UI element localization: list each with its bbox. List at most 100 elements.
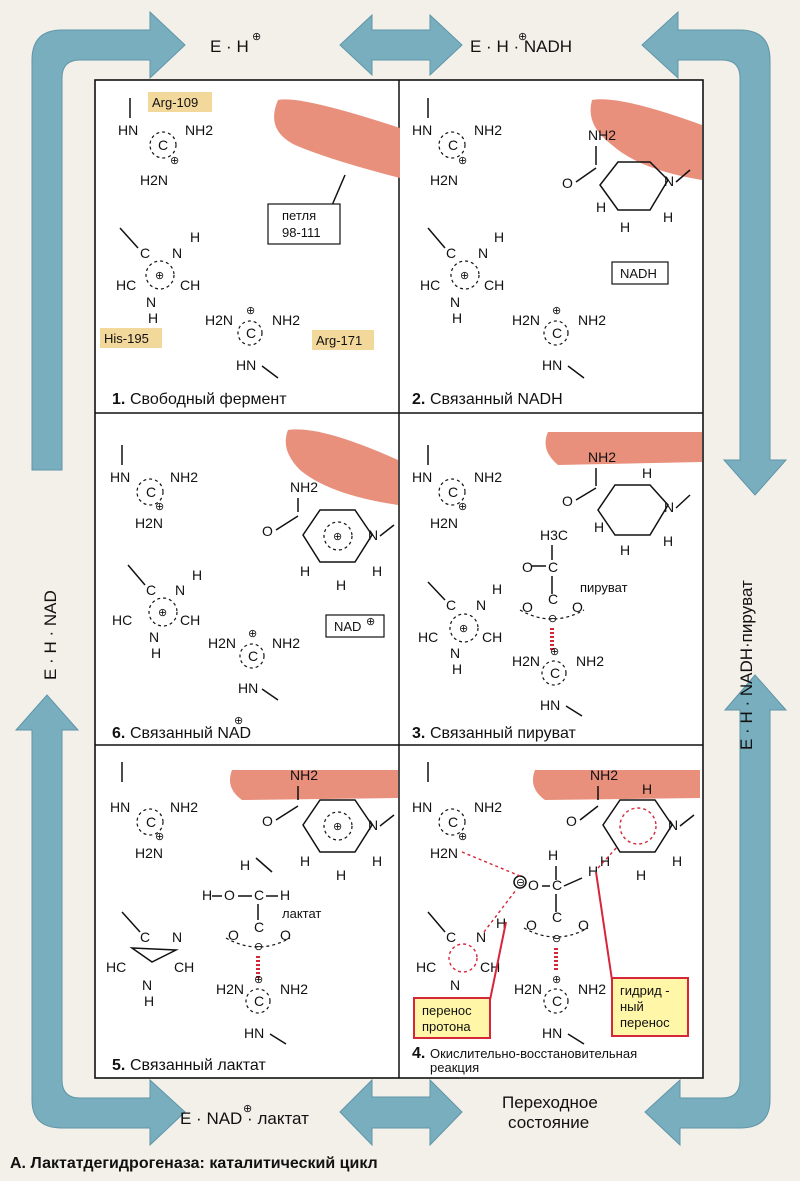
cycle-arrows [14, 10, 788, 1147]
residue-arg171: Arg-171 [316, 333, 362, 348]
svg-text:C: C [248, 648, 258, 664]
svg-text:N: N [450, 977, 460, 993]
svg-text:NH2: NH2 [578, 312, 606, 328]
svg-text:⊕: ⊕ [155, 831, 164, 843]
svg-text:NH2: NH2 [170, 469, 198, 485]
svg-text:H: H [452, 661, 462, 677]
svg-text:O: O [572, 599, 583, 615]
svg-text:O: O [562, 493, 573, 509]
svg-text:C: C [146, 582, 156, 598]
svg-text:C: C [448, 814, 458, 830]
svg-text:O: O [224, 887, 235, 903]
svg-text:H: H [336, 577, 346, 593]
svg-text:H: H [600, 853, 610, 869]
svg-text:HC: HC [416, 959, 436, 975]
svg-text:⊕: ⊕ [458, 501, 467, 513]
svg-text:H: H [620, 542, 630, 558]
panel-number: 1. [112, 391, 125, 408]
svg-text:NH2: NH2 [474, 799, 502, 815]
svg-text:C: C [254, 887, 264, 903]
state-top-left: E · H [210, 37, 249, 56]
svg-text:H2N: H2N [512, 653, 540, 669]
svg-text:⊕: ⊕ [170, 155, 179, 167]
svg-text:CH: CH [484, 277, 504, 293]
panel-title: Связанный лактат [130, 1057, 266, 1074]
svg-text:C: C [446, 245, 456, 261]
svg-text:H: H [672, 853, 682, 869]
svg-text:H: H [148, 310, 158, 326]
svg-text:H: H [151, 645, 161, 661]
hydride-transfer-box [611, 977, 689, 1037]
svg-text:N: N [142, 977, 152, 993]
svg-text:H: H [492, 581, 502, 597]
svg-text:N: N [172, 929, 182, 945]
loop-label: петля [282, 208, 316, 223]
svg-text:C: C [552, 909, 562, 925]
panel-title: Связанный пируват [430, 725, 577, 742]
nadh-box [611, 261, 669, 285]
svg-text:⊖: ⊖ [548, 613, 557, 625]
svg-text:⊕: ⊕ [552, 305, 561, 317]
svg-text:H: H [300, 853, 310, 869]
svg-text:NH2: NH2 [290, 767, 318, 783]
protein-loop [285, 429, 398, 505]
svg-text:N: N [450, 294, 460, 310]
svg-text:H: H [192, 567, 202, 583]
svg-text:C: C [552, 993, 562, 1009]
svg-text:C: C [254, 919, 264, 935]
svg-text:NH2: NH2 [576, 653, 604, 669]
residue-tag [148, 92, 212, 112]
svg-text:H: H [642, 781, 652, 797]
svg-text:HN: HN [412, 799, 432, 815]
loop-label-box [267, 203, 341, 245]
svg-text:HN: HN [110, 469, 130, 485]
figure-caption: A. Лактатдегидрогеназа: каталитический ц… [10, 1155, 378, 1172]
plus-sup: ⊕ [252, 31, 261, 43]
svg-text:C: C [448, 137, 458, 153]
svg-text:C: C [446, 597, 456, 613]
svg-text:CH: CH [180, 612, 200, 628]
svg-text:C: C [146, 484, 156, 500]
svg-text:C: C [548, 591, 558, 607]
residue-tag [100, 328, 162, 348]
svg-text:H2N: H2N [430, 172, 458, 188]
svg-text:O: O [528, 877, 539, 893]
svg-text:N: N [146, 294, 156, 310]
svg-text:H: H [496, 915, 506, 931]
svg-text:C: C [158, 137, 168, 153]
svg-text:H2N: H2N [514, 981, 542, 997]
svg-text:H: H [494, 229, 504, 245]
svg-text:H: H [452, 310, 462, 326]
svg-text:H2N: H2N [135, 515, 163, 531]
svg-text:H2N: H2N [430, 515, 458, 531]
svg-text:HC: HC [420, 277, 440, 293]
panel-number: 3. [412, 725, 425, 742]
svg-text:C: C [246, 325, 256, 341]
svg-text:C: C [146, 814, 156, 830]
svg-text:NH2: NH2 [280, 981, 308, 997]
panel-number: 5. [112, 1057, 125, 1074]
svg-text:NH2: NH2 [588, 449, 616, 465]
svg-text:NH2: NH2 [590, 767, 618, 783]
svg-text:NH2: NH2 [272, 312, 300, 328]
svg-text:⊕: ⊕ [333, 821, 342, 833]
svg-text:H2N: H2N [135, 845, 163, 861]
proton-transfer-label: протона [422, 1019, 471, 1034]
svg-text:HC: HC [116, 277, 136, 293]
svg-text:⊕: ⊕ [366, 616, 375, 628]
svg-text:H2N: H2N [512, 312, 540, 328]
svg-text:HC: HC [418, 629, 438, 645]
state-left-side: E · H · NAD [41, 590, 60, 680]
svg-text:NH2: NH2 [578, 981, 606, 997]
svg-text:N: N [368, 527, 378, 543]
svg-text:NH2: NH2 [474, 469, 502, 485]
svg-text:NH2: NH2 [170, 799, 198, 815]
svg-text:CH: CH [482, 629, 502, 645]
svg-text:HN: HN [540, 697, 560, 713]
svg-text:HN: HN [118, 122, 138, 138]
svg-text:C: C [254, 993, 264, 1009]
arrow-right-bottom [644, 674, 788, 1147]
panel-title-cont: реакция [430, 1060, 479, 1075]
residue-arg109: Arg-109 [152, 95, 198, 110]
